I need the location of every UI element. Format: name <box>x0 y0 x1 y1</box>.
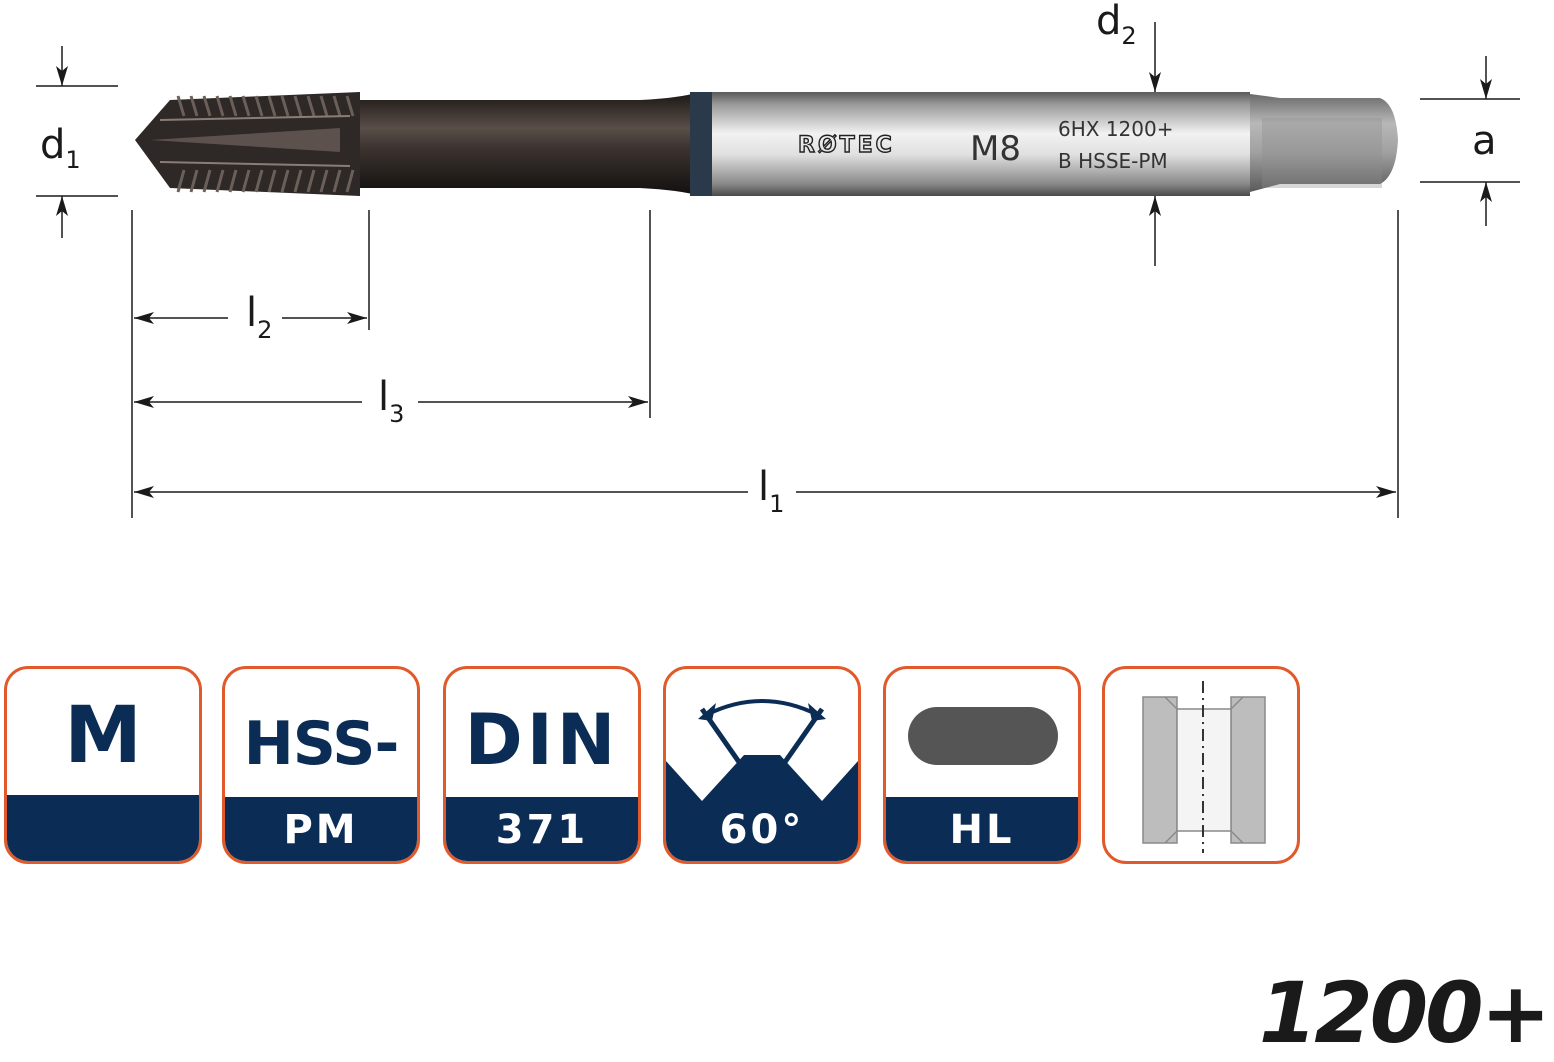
extension-lines <box>131 210 1399 518</box>
thread-tooth <box>306 169 316 193</box>
l3-label: l3 <box>378 374 404 428</box>
flute-type-text: HL <box>949 807 1015 853</box>
thread-tooth <box>228 169 238 193</box>
thread-tooth <box>254 95 264 117</box>
standard-badge: DIN 371 <box>443 666 641 864</box>
thread-tooth <box>202 169 212 193</box>
thread-tooth <box>176 169 186 193</box>
thread-tooth <box>293 95 303 117</box>
thread-tooth <box>189 169 199 193</box>
thread-tooth <box>202 95 212 117</box>
badge-band: 371 <box>446 797 638 861</box>
thread-tooth <box>345 169 355 193</box>
d1-dimension <box>36 46 118 238</box>
thread-tooth <box>293 169 303 193</box>
thread-tooth <box>241 95 251 117</box>
thread-tooth <box>267 95 277 117</box>
size-marking: M8 <box>970 129 1021 169</box>
thread-tooth <box>215 169 225 193</box>
hole-type-badge <box>1102 666 1300 864</box>
thread-tooth <box>254 169 264 193</box>
through-hole-icon <box>1142 681 1266 853</box>
d1-label: d1 <box>40 122 81 174</box>
material-badge: HSS-E PM <box>222 666 420 864</box>
thread-type-text: M <box>64 691 142 781</box>
thread-tooth <box>280 169 290 193</box>
spec-line-1: 6HX 1200+ <box>1058 117 1173 141</box>
series-logo-text: 1200+ <box>1258 964 1551 1062</box>
d2-label: d2 <box>1096 0 1137 50</box>
l2-label: l2 <box>246 290 272 344</box>
badge-band <box>7 795 199 861</box>
tap-thread-section <box>135 92 360 196</box>
spec-line-2: B HSSE-PM <box>1058 149 1168 173</box>
thread-tooth <box>267 169 277 193</box>
thread-angle-icon <box>666 699 858 861</box>
thread-tooth <box>280 95 290 117</box>
thread-tooth <box>332 95 342 117</box>
tap-square-drive <box>1250 94 1398 192</box>
thread-tooth <box>332 169 342 193</box>
standard-number-text: 371 <box>495 807 589 853</box>
badge-band: PM <box>225 797 417 861</box>
thread-tooth <box>228 95 238 117</box>
tap-neck <box>350 92 712 196</box>
brand-mark: RØTEC <box>798 133 895 158</box>
material-sub-text: PM <box>283 807 359 853</box>
thread-tooth <box>319 95 329 117</box>
badge-band: 60° <box>666 797 858 861</box>
thread-tooth <box>189 95 199 117</box>
tap-collar <box>690 92 712 196</box>
thread-tooth <box>241 169 251 193</box>
tap-dimension-drawing: RØTEC M8 6HX 1200+ B HSSE-PM d1 d2 a <box>36 0 1520 518</box>
thread-tooth <box>306 95 316 117</box>
series-logo: 1200+ <box>1259 971 1551 1055</box>
thread-tooth <box>215 95 225 117</box>
slot-shape-icon <box>908 707 1058 765</box>
l1-label: l1 <box>758 464 784 518</box>
thread-tooth <box>176 95 186 117</box>
standard-text: DIN <box>464 699 620 781</box>
thread-angle-text: 60° <box>719 807 805 853</box>
thread-tooth <box>345 95 355 117</box>
a-label: a <box>1472 118 1497 164</box>
thread-tooth <box>319 169 329 193</box>
thread-type-badge: M <box>4 666 202 864</box>
a-dimension <box>1420 56 1520 226</box>
flute-type-badge: HL <box>883 666 1081 864</box>
badge-band: HL <box>886 797 1078 861</box>
tap-shank <box>712 92 1250 196</box>
thread-angle-badge: 60° <box>663 666 861 864</box>
